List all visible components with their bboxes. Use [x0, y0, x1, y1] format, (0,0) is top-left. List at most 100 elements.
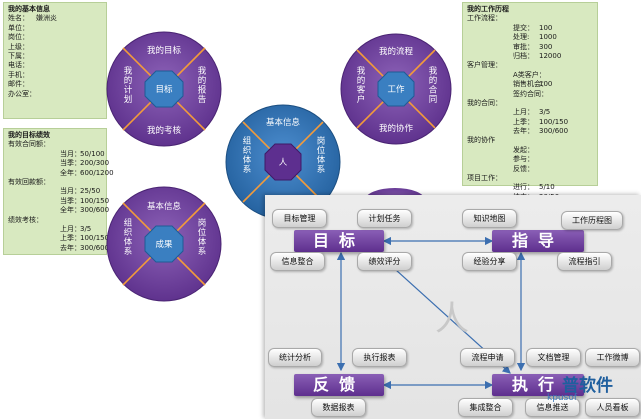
work-left-label[interactable]: 我的客户	[355, 66, 365, 104]
management-cycle-diagram: 人 目标 指导 反馈 执行 目标管理 计划任务 信息整合 绩效评分 知识地图 工…	[265, 195, 641, 419]
work-row: A类客户：	[467, 71, 593, 80]
work-key: 处理:	[513, 33, 530, 42]
work-row: 上月：3/5	[467, 108, 593, 117]
work-row: 签约合同：	[467, 90, 593, 99]
work-key: 归档：	[513, 51, 534, 60]
brand-url-watermark: kpusof	[547, 393, 577, 403]
stat-analysis-pill[interactable]: 统计分析	[268, 348, 322, 367]
work-row: 发起：	[467, 146, 593, 155]
metric-value: 600/1200	[80, 168, 114, 177]
info-row: 有效回款额：	[8, 178, 102, 187]
metric-value: 100/150	[80, 196, 110, 205]
guide-block[interactable]: 指导	[492, 230, 584, 252]
metric-value: 300/600	[80, 206, 110, 215]
integration-pill[interactable]: 集成整合	[458, 398, 513, 417]
work-key: 上季：	[513, 117, 534, 126]
metric-key: 全年：	[60, 168, 81, 177]
work-row: 审批：300	[467, 43, 593, 52]
row-label: 有效回款额：	[8, 177, 50, 186]
work-row: 提交： 100	[467, 24, 593, 33]
target-mgmt-pill[interactable]: 目标管理	[272, 209, 327, 228]
doc-mgmt-pill[interactable]: 文档管理	[526, 348, 581, 367]
person-center-label: 人	[278, 158, 288, 168]
row-label: 有效合同额：	[8, 140, 50, 149]
info-push-pill[interactable]: 信息推送	[525, 398, 580, 417]
staff-board-pill[interactable]: 人员看板	[585, 398, 640, 417]
metric-row: 当季：200/300	[8, 159, 109, 168]
work-row: 反馈：	[467, 165, 593, 174]
target-bottom-label[interactable]: 我的考核	[146, 126, 182, 136]
metric-key: 当月：	[60, 149, 81, 158]
work-row: 归档：12000	[467, 52, 593, 61]
work-row: 参与：	[467, 155, 593, 164]
result-top-label[interactable]: 基本信息	[146, 202, 182, 212]
execute-block[interactable]: 执行	[492, 374, 584, 396]
metric-value: 25/50	[80, 187, 101, 196]
info-row: 我的协作	[467, 136, 593, 145]
center-person-watermark: 人	[435, 299, 469, 339]
result-left-label[interactable]: 组织体系	[122, 218, 132, 256]
metric-value: 50/100	[80, 149, 105, 158]
work-bottom-label[interactable]: 我的协作	[378, 124, 414, 134]
row-label: 电话：	[8, 61, 29, 70]
result-right-label[interactable]: 岗位体系	[196, 218, 206, 256]
work-history-pill[interactable]: 工作历程图	[561, 211, 623, 230]
row-value: 嫌洲炎	[36, 14, 57, 23]
process-guide-pill[interactable]: 流程指引	[557, 252, 612, 271]
metric-key: 当季：	[60, 196, 81, 205]
result-wheel	[106, 186, 222, 302]
info-integration-pill[interactable]: 信息整合	[270, 252, 325, 271]
row-label: 姓名：	[8, 14, 29, 23]
work-value: 100	[539, 23, 553, 32]
work-row: 上季：100/150	[467, 118, 593, 127]
metric-value: 300/600	[80, 243, 110, 252]
info-row: 绩效考核：	[8, 216, 102, 225]
info-row: 电话：	[8, 61, 102, 70]
info-row: 客户管理：	[467, 61, 593, 70]
info-row: 下属：	[8, 52, 102, 61]
row-label: 手机：	[8, 70, 29, 79]
basic-info-panel: 我的基本信息 姓名：嫌洲炎单位：岗位：上级：下属：电话：手机：邮件：办公室：	[3, 2, 107, 119]
row-label: 我的合同：	[467, 98, 502, 107]
person-left-label[interactable]: 组织体系	[241, 136, 251, 174]
work-right-label[interactable]: 我的合同	[427, 66, 437, 104]
data-report-pill[interactable]: 数据报表	[311, 398, 366, 417]
target-left-label[interactable]: 我的计划	[122, 66, 132, 104]
metric-row: 当月：50/100	[8, 149, 105, 159]
work-weibo-pill[interactable]: 工作微博	[585, 348, 640, 367]
row-label: 项目工作：	[467, 174, 502, 183]
metric-key: 上季：	[60, 234, 81, 243]
feedback-block[interactable]: 反馈	[294, 374, 384, 396]
knowledge-map-pill[interactable]: 知识地图	[462, 209, 517, 228]
process-request-pill[interactable]: 流程申请	[460, 348, 515, 367]
work-key: 参与：	[513, 155, 534, 164]
target-wheel	[106, 31, 222, 147]
performance-title: 我的目标绩效	[8, 131, 50, 139]
result-center-label: 成果	[155, 240, 173, 250]
metric-row: 当月：25/50	[8, 187, 102, 196]
basic-info-title: 我的基本信息	[8, 5, 50, 13]
perf-score-pill[interactable]: 绩效评分	[357, 252, 412, 271]
metric-value: 3/5	[80, 224, 92, 233]
work-wheel	[340, 33, 452, 145]
work-key: 反馈：	[513, 164, 534, 173]
exec-report-pill[interactable]: 执行报表	[352, 348, 407, 367]
person-top-label[interactable]: 基本信息	[265, 118, 301, 128]
work-key: 提交：	[513, 23, 534, 32]
info-row: 项目工作：	[467, 174, 593, 183]
metric-row: 上月：3/5	[8, 225, 102, 234]
target-right-label[interactable]: 我的报告	[196, 66, 206, 104]
metric-row: 全年：300/600	[8, 206, 109, 215]
plan-task-pill[interactable]: 计划任务	[357, 209, 412, 228]
target-block[interactable]: 目标	[294, 230, 384, 252]
row-label: 岗位：	[8, 33, 29, 42]
info-row: 上级：	[8, 43, 102, 52]
row-label: 绩效考核：	[8, 215, 43, 224]
row-label: 下属：	[8, 51, 29, 60]
person-right-label[interactable]: 岗位体系	[315, 136, 325, 174]
work-top-label[interactable]: 我的流程	[378, 47, 414, 57]
experience-share-pill[interactable]: 经验分享	[462, 252, 517, 271]
target-top-label[interactable]: 我的目标	[146, 46, 182, 56]
